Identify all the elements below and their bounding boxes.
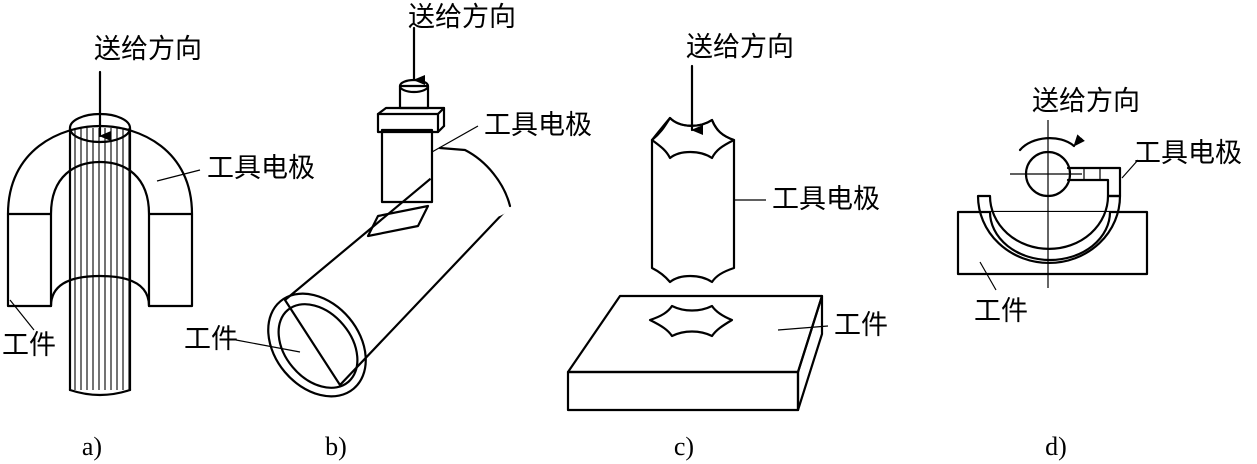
workpiece-left-block	[6, 212, 53, 308]
panel-b: 送给方向 工具电极 工件 b)	[184, 2, 592, 461]
label-work-a: 工件	[2, 330, 56, 361]
groove	[988, 210, 1112, 262]
label-feed-c: 送给方向	[686, 32, 794, 63]
caption-d: d)	[1045, 432, 1067, 461]
panel-d: 送给方向 工具电极 工件 d)	[956, 86, 1242, 461]
label-work-c: 工件	[834, 310, 888, 341]
caption-c: c)	[674, 432, 694, 461]
label-tool-d: 工具电极	[1134, 138, 1242, 169]
workpiece-right-block	[147, 212, 194, 308]
plate-front	[566, 370, 800, 412]
label-tool-b: 工具电极	[484, 110, 592, 141]
label-work-b: 工件	[184, 324, 238, 355]
rotation-arrow	[1018, 134, 1085, 152]
tube-end-outer	[267, 292, 367, 398]
label-feed-d: 送给方向	[1032, 86, 1140, 117]
slot-cut	[366, 204, 430, 238]
label-tool-a: 工具电极	[207, 153, 315, 184]
plate-side	[796, 294, 824, 412]
rod-body	[70, 128, 130, 390]
electrode-arm	[1066, 166, 1122, 198]
electrode-top-face	[650, 116, 736, 160]
panel-a: 送给方向 工具电极 工件 a)	[2, 34, 315, 461]
panel-c: 送给方向 工具电极 工件 c)	[566, 32, 888, 461]
tool-electrode-block	[380, 128, 434, 204]
label-feed-a: 送给方向	[94, 34, 202, 65]
tool-knob	[398, 84, 430, 110]
tube-end-inner	[277, 303, 359, 389]
label-work-d: 工件	[974, 296, 1028, 327]
caption-a: a)	[82, 432, 102, 461]
shaped-electrode	[650, 116, 736, 284]
caption-b: b)	[325, 432, 347, 461]
label-feed-b: 送给方向	[408, 2, 516, 33]
label-tool-c: 工具电极	[772, 184, 880, 215]
star-cavity	[648, 304, 734, 338]
plate-top	[566, 294, 824, 374]
